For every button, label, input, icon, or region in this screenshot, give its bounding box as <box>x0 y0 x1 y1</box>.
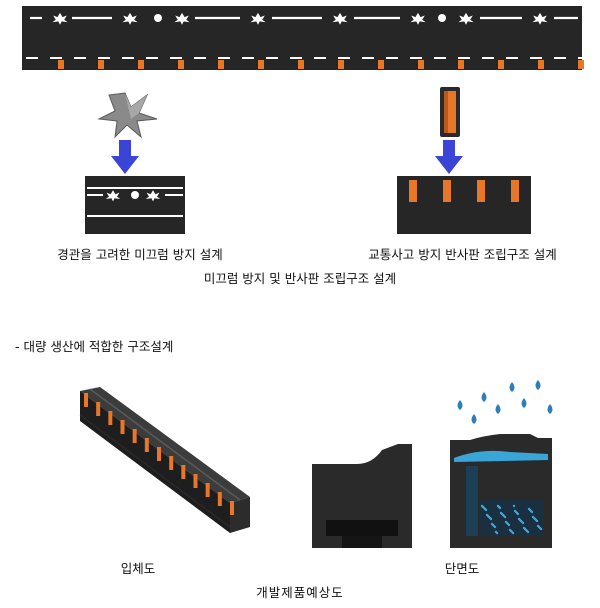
down-arrow-icon <box>435 140 463 174</box>
road-strip-top <box>22 6 590 70</box>
cross-section-water-view <box>450 380 553 548</box>
caption-leaf-design: 경관을 고려한 미끄럼 방지 설계 <box>57 247 223 262</box>
road-sample-reflector <box>397 176 531 234</box>
caption-main-bottom: 개발제품예상도 <box>256 585 344 600</box>
caption-main-top: 미끄럼 방지 및 반사판 조립구조 설계 <box>203 271 397 286</box>
leaf-shape-icon <box>97 92 158 139</box>
cross-section-view <box>312 444 412 548</box>
down-arrow-icon <box>111 140 139 174</box>
section-heading: - 대량 생산에 적합한 구조설계 <box>15 339 174 354</box>
caption-3d: 입체도 <box>120 561 156 576</box>
caption-reflector-design: 교통사고 방지 반사판 조립구조 설계 <box>368 247 557 262</box>
product-3d-view <box>79 387 250 533</box>
caption-section: 단면도 <box>444 561 480 576</box>
reflector-piece-icon <box>440 87 460 137</box>
road-sample-leaf <box>85 176 185 234</box>
